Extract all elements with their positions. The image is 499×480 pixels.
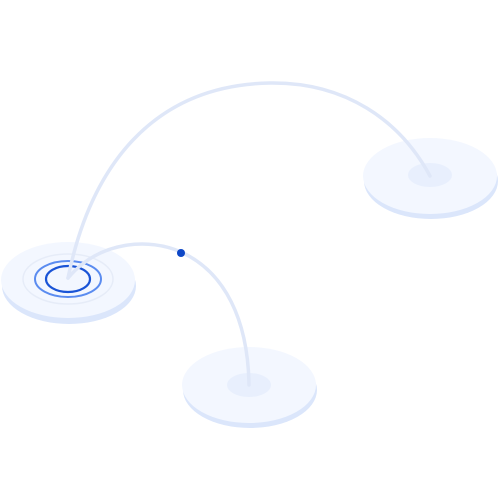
origin-outer-ring (34, 260, 102, 298)
moving-dot (177, 249, 185, 257)
platform-top-right (363, 138, 498, 219)
platform-origin-disc (1, 242, 135, 318)
arc-origin-to-top-right (66, 81, 432, 280)
platform-bottom (182, 347, 317, 428)
origin-faint-ring (22, 253, 114, 305)
origin-inner-ring (44, 264, 92, 294)
platform-origin (1, 242, 136, 324)
